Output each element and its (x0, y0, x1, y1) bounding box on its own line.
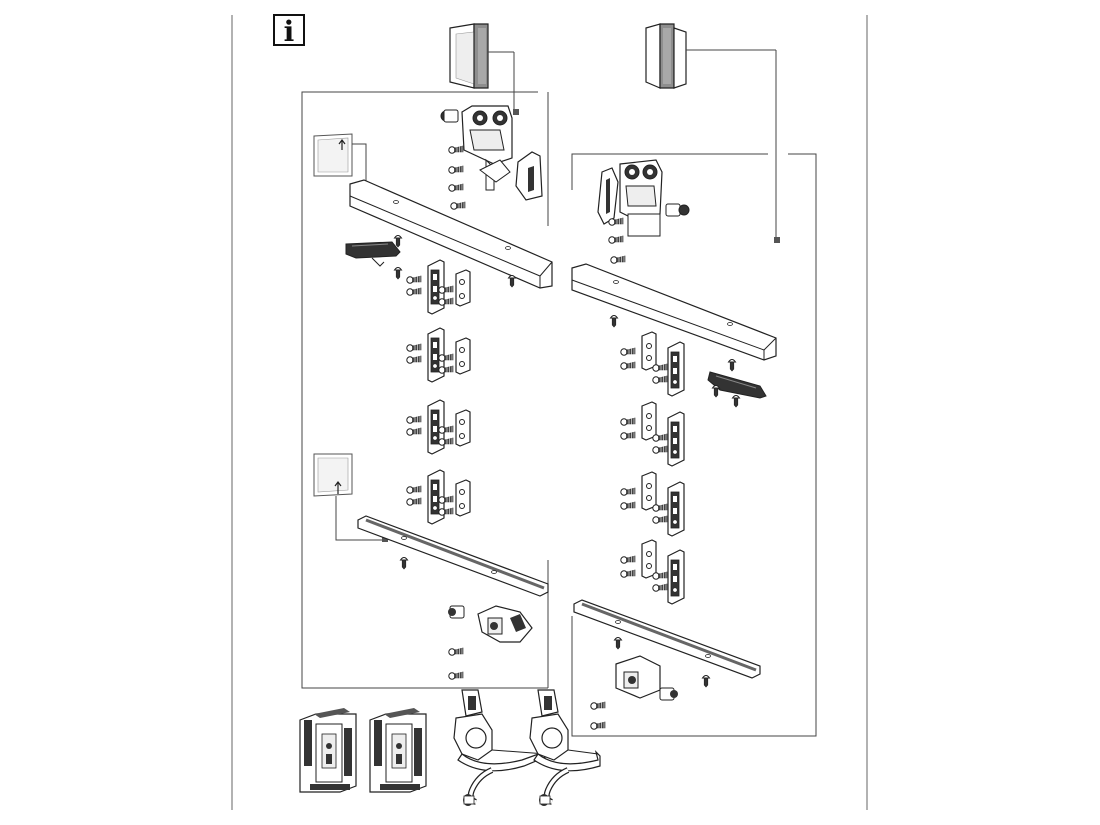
cabinet-top-view-icon (313, 133, 370, 191)
page-margins (231, 15, 868, 810)
info-icon: i (273, 14, 305, 48)
stopper-clip-icon (345, 241, 402, 280)
info-label: i (284, 15, 295, 48)
bottom-guide-roller-icon (590, 655, 678, 730)
right-door-detail-frame (571, 153, 817, 737)
guide-hook-icon (453, 689, 601, 806)
bottom-profile-rail-icon (573, 599, 761, 688)
hinge-bracket-icon (621, 332, 684, 604)
top-roller-carriage-icon (440, 105, 543, 210)
top-roller-carriage-icon (597, 159, 690, 264)
hinge-bracket-icon (407, 260, 470, 524)
soft-close-damper-icon (299, 708, 427, 793)
left-door-detail-frame (301, 91, 549, 689)
cabinet-bottom-view-icon (313, 453, 388, 542)
bottom-profile-rail-icon (357, 515, 549, 597)
top-profile-rail-icon (571, 263, 777, 372)
stopper-clip-icon (707, 371, 767, 408)
sliding-door-panel-right-icon (645, 23, 780, 243)
bottom-guide-roller-icon (448, 605, 533, 680)
top-profile-rail-icon (349, 179, 553, 289)
sliding-door-panel-left-icon (449, 23, 519, 115)
